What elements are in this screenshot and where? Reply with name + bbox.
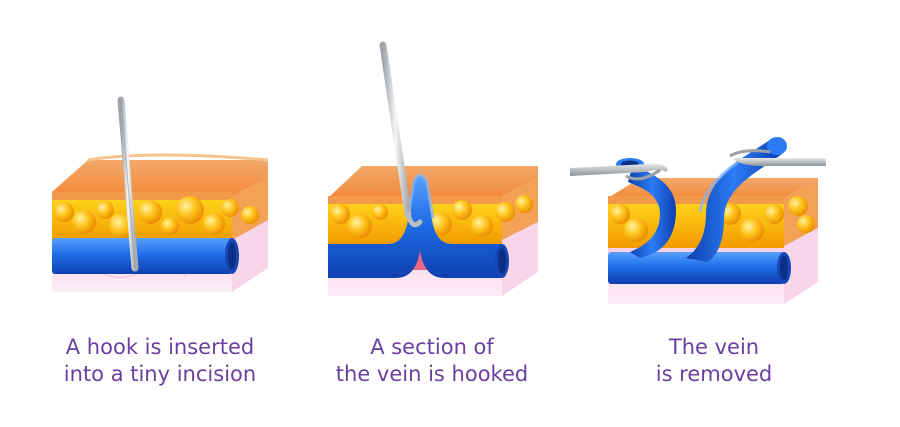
step-2-caption: A section of the vein is hooked [302,334,562,388]
hook-icon [117,96,139,272]
vein-icon [52,238,239,274]
caption-line: into a tiny incision [63,362,257,386]
vein-icon [608,137,791,284]
caption-line: is removed [655,362,773,386]
caption-line: A section of [370,335,494,359]
step-3-caption: The vein is removed [584,334,844,388]
caption-line: A hook is inserted [65,335,255,359]
surgical-clamp-icon [570,163,668,181]
hook-icon [379,41,423,228]
caption-line: the vein is hooked [335,362,529,386]
step-1-caption: A hook is inserted into a tiny incision [30,334,290,388]
caption-line: The vein [668,335,760,359]
surgical-clamp-icon [729,149,826,166]
